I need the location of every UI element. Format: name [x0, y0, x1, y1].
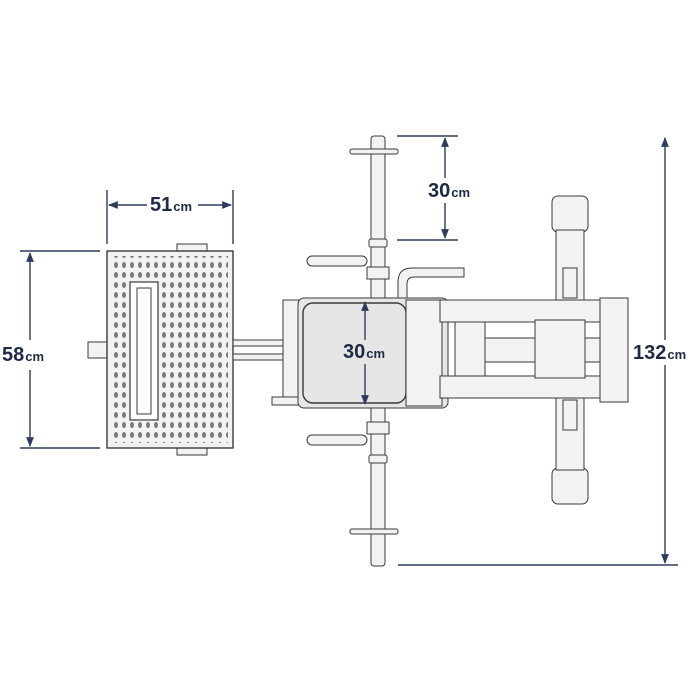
plate-width-label: 51cm [150, 195, 192, 215]
overall-length-label: 132cm [633, 343, 686, 363]
seat-width-value: 30 [343, 341, 366, 363]
plate-width-unit: cm [173, 199, 193, 214]
foot-plate [87, 243, 234, 456]
dimension-lines [20, 135, 678, 566]
handle-gap-unit: cm [451, 185, 471, 200]
seat-width-label: 30cm [343, 342, 385, 362]
main-frame [439, 297, 629, 403]
handles [306, 255, 465, 446]
seat-width-unit: cm [366, 346, 386, 361]
handle-gap-value: 30 [428, 180, 451, 202]
plate-height-label: 58cm [2, 345, 44, 365]
plate-height-value: 58 [2, 344, 25, 366]
plate-width-value: 51 [150, 194, 173, 216]
seat [271, 297, 449, 409]
rear-stabilizer [551, 195, 589, 505]
overall-length-value: 132 [633, 342, 667, 364]
handle-gap-label: 30cm [428, 181, 470, 201]
overall-length-unit: cm [667, 347, 687, 362]
plate-height-unit: cm [25, 349, 45, 364]
